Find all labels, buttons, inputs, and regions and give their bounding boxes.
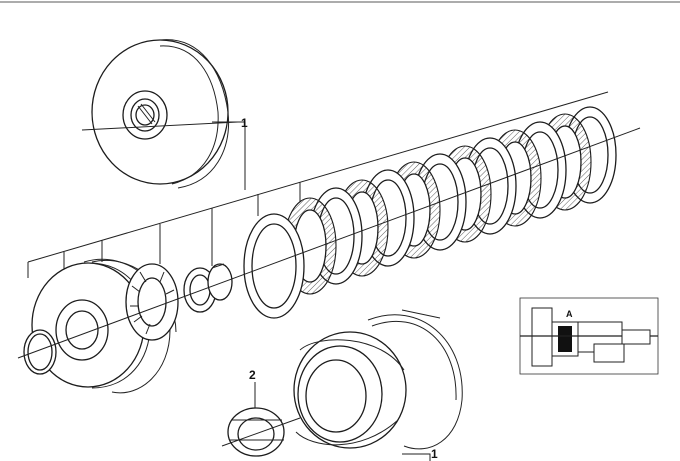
- sun-gear-small: [227, 407, 285, 457]
- axis-line-main: [17, 127, 641, 359]
- leader-top-right: [212, 121, 246, 190]
- pump-housing-left: [23, 262, 151, 389]
- axis-line-top: [81, 121, 239, 131]
- axis-line-bottom: [221, 417, 301, 447]
- leader-frame: [27, 91, 609, 278]
- large-snap-ring: [367, 309, 463, 450]
- clutch-plate-stack: [243, 106, 617, 319]
- torque-converter-top: [91, 39, 230, 189]
- clutch-drum-bottom: [293, 331, 407, 449]
- section-detail-inset: [519, 297, 659, 375]
- return-spring-plate: [125, 263, 179, 341]
- snap-rings-small: [183, 263, 233, 313]
- callout-1-bottom: 1: [431, 447, 438, 461]
- detail-label-a: A: [566, 309, 573, 319]
- callout-1-top: 1: [241, 116, 248, 130]
- callout-2: 2: [249, 368, 256, 382]
- leader-bottom-right: [402, 453, 431, 461]
